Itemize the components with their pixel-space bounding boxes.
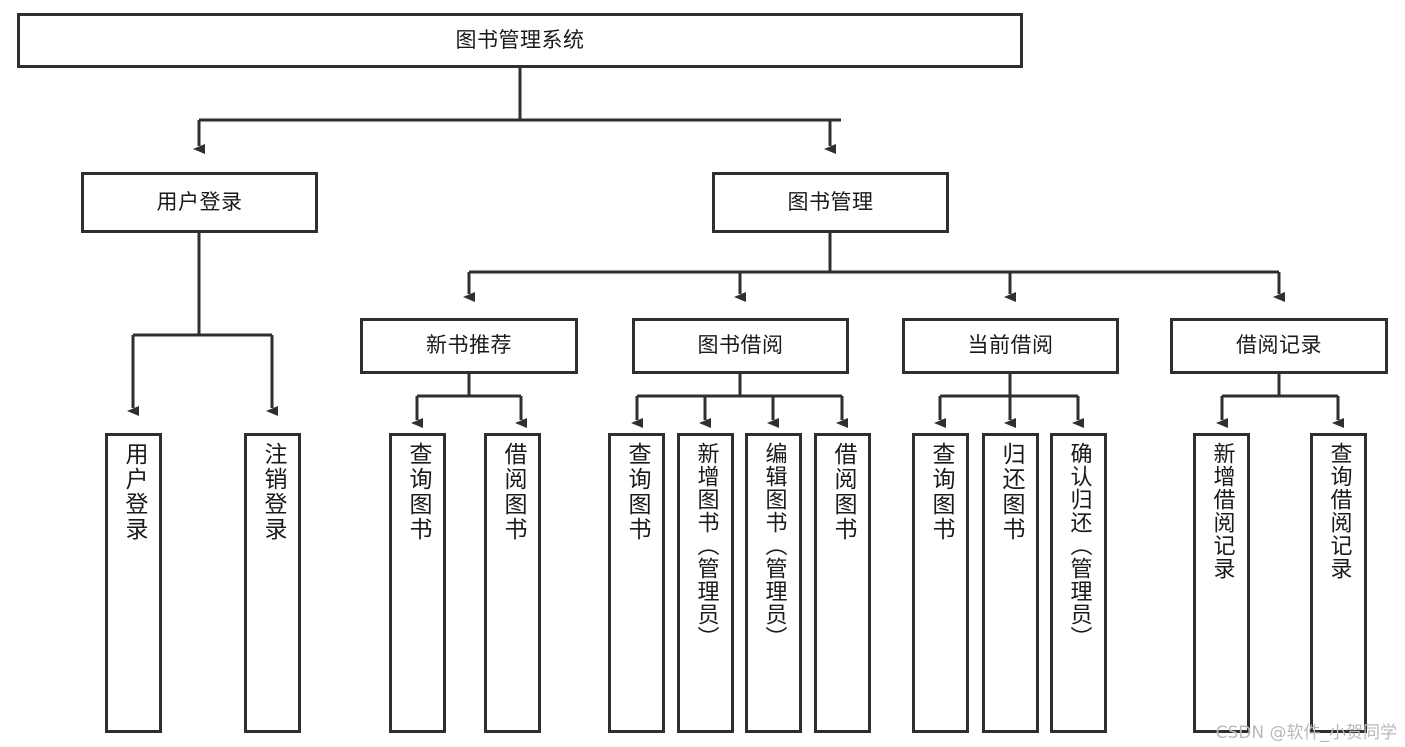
leaf-add-borrow-record[interactable]: 新增借阅记录 <box>1193 433 1250 733</box>
node-label: 当前借阅 <box>967 333 1054 358</box>
node-label: 查询图书 <box>405 442 431 542</box>
node-user-login[interactable]: 用户登录 <box>81 172 318 233</box>
node-book-borrow[interactable]: 图书借阅 <box>632 318 849 374</box>
node-label: 归还图书 <box>998 442 1024 542</box>
leaf-query-borrow-record[interactable]: 查询借阅记录 <box>1310 433 1367 733</box>
leaf-add-book-admin[interactable]: 新增图书（管理员） <box>677 433 734 733</box>
node-label: 新增借阅记录 <box>1209 442 1235 580</box>
node-borrow-record[interactable]: 借阅记录 <box>1170 318 1388 374</box>
node-label: 用户登录 <box>156 189 243 214</box>
csdn-watermark: CSDN @软件_小贺同学 <box>1215 723 1397 743</box>
node-new-book-recommend[interactable]: 新书推荐 <box>360 318 578 374</box>
node-label: 借阅图书 <box>500 442 526 542</box>
node-label: 图书管理系统 <box>455 27 585 52</box>
node-label: 查询借阅记录 <box>1326 442 1352 580</box>
leaf-query-book-borrow[interactable]: 查询图书 <box>608 433 665 733</box>
leaf-return-book[interactable]: 归还图书 <box>982 433 1039 733</box>
leaf-query-book-recommend[interactable]: 查询图书 <box>389 433 446 733</box>
node-label: 新书推荐 <box>426 333 512 358</box>
node-label: 查询图书 <box>624 442 650 542</box>
node-label: 图书管理 <box>787 189 874 214</box>
node-label: 确认归还（管理员） <box>1066 442 1092 649</box>
node-current-borrow[interactable]: 当前借阅 <box>902 318 1119 374</box>
node-label: 借阅图书 <box>830 442 856 542</box>
leaf-confirm-return-admin[interactable]: 确认归还（管理员） <box>1050 433 1107 733</box>
node-label: 图书借阅 <box>697 333 784 358</box>
leaf-borrow-book[interactable]: 借阅图书 <box>814 433 871 733</box>
leaf-query-book-current[interactable]: 查询图书 <box>912 433 969 733</box>
node-label: 编辑图书（管理员） <box>761 442 787 649</box>
leaf-borrow-book-recommend[interactable]: 借阅图书 <box>484 433 541 733</box>
node-label: 借阅记录 <box>1236 333 1322 358</box>
leaf-user-login[interactable]: 用户登录 <box>105 433 162 733</box>
node-root-system[interactable]: 图书管理系统 <box>17 13 1023 68</box>
node-label: 查询图书 <box>928 442 954 542</box>
leaf-logout-login[interactable]: 注销登录 <box>244 433 301 733</box>
node-label: 新增图书（管理员） <box>693 442 719 649</box>
node-book-manage[interactable]: 图书管理 <box>712 172 949 233</box>
leaf-edit-book-admin[interactable]: 编辑图书（管理员） <box>745 433 802 733</box>
node-label: 用户登录 <box>121 442 147 542</box>
node-label: 注销登录 <box>260 442 286 542</box>
